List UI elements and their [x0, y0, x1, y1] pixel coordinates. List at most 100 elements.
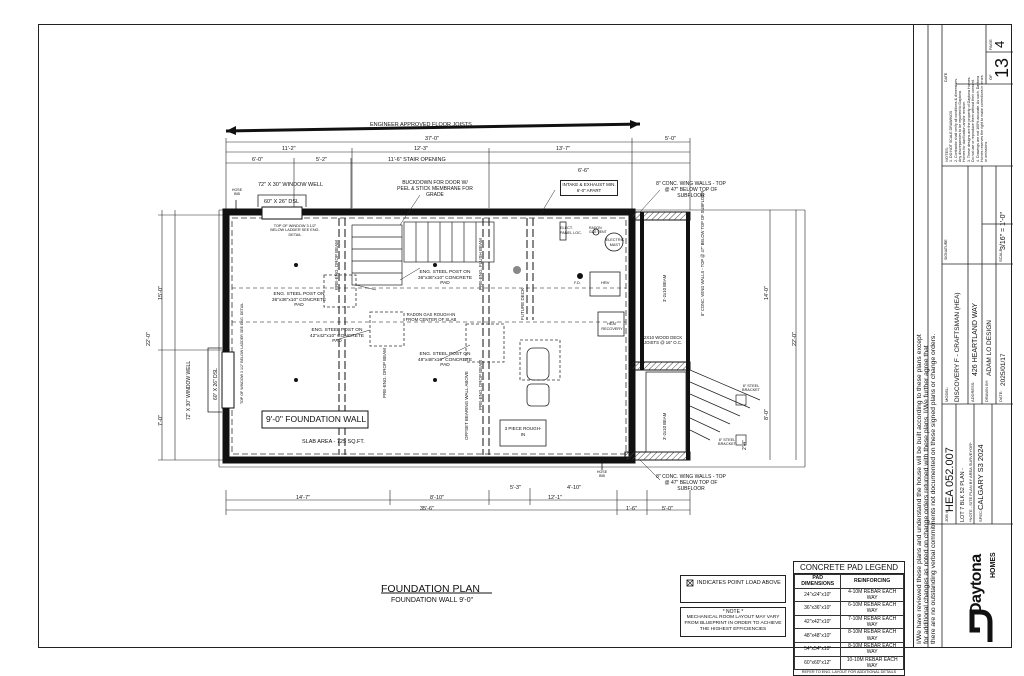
job-number: HEA 052.007	[944, 447, 956, 512]
drawing-sheet	[38, 24, 1012, 648]
legend-row: 54"x54"x10"8-10M REBAR EACH WAY	[793, 641, 904, 657]
leader-lines	[335, 189, 661, 481]
foundation-wall-label: 9'-0" FOUNDATION WALL	[266, 414, 367, 424]
dim-left-22: 22'-0"	[146, 331, 152, 346]
legend-header-row: PAD DIMENSIONS REINFORCING	[793, 574, 904, 589]
three-piece-label: 3 PIECE ROUGH-IN	[504, 426, 542, 437]
point-load-box: INDICATES POINT LOAD ABOVE	[680, 575, 786, 603]
radon-vent-label: RADON GAS VENT	[589, 226, 607, 234]
dim-8-10: 8'-10"	[430, 495, 445, 501]
legend-footer: REFER TO ENG. LAYOUT FOR ADDITIONAL DETA…	[801, 670, 897, 675]
spec-label: SPEC:	[978, 509, 983, 522]
title-block: I/We have reviewed these plans and under…	[913, 24, 1013, 648]
hose-bib-top: HOSE BIB	[231, 188, 243, 196]
mechanical-note-box: * NOTE * MECHANICAL ROOM LAYOUT MAY VARY…	[680, 607, 786, 637]
electric-mast-label: ELECTRIC MAST	[605, 238, 625, 247]
date-sig-label: DATE	[944, 72, 948, 82]
legend-header: PAD DIMENSIONS	[793, 574, 842, 589]
dim-right-14: 14'-0"	[764, 285, 770, 300]
date-value: 2025/01/17	[1000, 353, 1007, 386]
dim-left-15: 15'-0"	[158, 285, 164, 300]
drawn-by-value: ADAM LO DESIGN	[986, 320, 993, 376]
note-line: or omissions.	[984, 140, 988, 162]
lot-line: LOT 7 BLK 52 PLAN -	[960, 467, 966, 522]
dim-13-7: 13'-7"	[556, 146, 571, 152]
post-48-label: ENG. STEEL POST ON 48"x48"x10" CONCRETE …	[417, 352, 473, 368]
dim-5-3: 5'-3"	[510, 485, 521, 491]
note-title: * NOTE *	[722, 609, 744, 615]
dim-12-3: 12'-3"	[414, 146, 429, 152]
window-wells	[207, 194, 307, 413]
model-value: DISCOVERY F - CRAFTSMAN (HEA)	[954, 292, 961, 402]
pad-dimension: 54"x54"x10"	[793, 641, 842, 657]
drawn-label: DRAWN BY:	[984, 379, 989, 402]
point-loads	[294, 228, 624, 382]
pad-dimension: 60"x60"x12"	[793, 655, 842, 671]
dim-left-7: 7'-0"	[158, 415, 164, 426]
hose-bibs	[235, 200, 603, 470]
agreement-line-2: for additional changes as noted on chang…	[923, 345, 930, 644]
dim-37: 37'-0"	[425, 136, 440, 142]
legend-title: CONCRETE PAD LEGEND	[794, 562, 904, 574]
note-line: Do not use or reproduce them without the…	[971, 79, 975, 162]
title-block-grid	[927, 24, 1013, 648]
legend-row: 48"x48"x10"8-10M REBAR EACH WAY	[793, 628, 904, 643]
dim-4-10: 4'-10"	[567, 485, 582, 491]
heat-recovery-label: HEAT RECOVERY	[601, 322, 623, 331]
pad-dimension: 42"x42"x10"	[793, 614, 842, 630]
note-body: MECHANICAL ROOM LAYOUT MAY VARY FROM BLU…	[684, 615, 782, 632]
address-label: ADDRESS:	[970, 381, 975, 402]
wing-wall-bottom-note: 8" CONC. WING WALLS - TOP @ 47" BELOW TO…	[656, 474, 726, 492]
signature-label: SIGNATURE	[944, 239, 948, 260]
agreement-line-1: I/We have reviewed these plans and under…	[916, 334, 923, 644]
legend-row: 36"x36"x10"6-10M REBAR EACH WAY	[793, 601, 904, 616]
point-load-legend-symbol	[686, 579, 694, 587]
dim-right-8: 8'-0"	[764, 409, 770, 420]
spec-value: CALGARY S3 2024	[976, 444, 985, 510]
scale-value: 3/16" = 1'-0"	[1000, 211, 1007, 250]
dim-35-6: 35'-6"	[420, 506, 435, 512]
agreement-line-3: there are no outstanding verbal commitme…	[930, 333, 937, 644]
dim-11-2: 11'-2"	[282, 146, 296, 152]
pre-eng-beam-2: PRE-ENG. FLUSH BEAM	[478, 238, 483, 290]
stairs	[351, 221, 495, 286]
pre-eng-beam-4: PRE-ENG. DROP BEAM	[478, 360, 483, 410]
post-36-label: ENG. STEEL POST ON 36"x36"x10" CONCRETE …	[417, 270, 473, 286]
hose-bib-bottom: HOSE BIB	[596, 470, 608, 478]
legend-row: 24"x24"x10"4-10M REBAR EACH WAY	[793, 587, 904, 603]
legend-table: PAD DIMENSIONS REINFORCING 24"x24"x10"4-…	[793, 574, 904, 671]
steel-bracket-1: 8" STEEL BRACKET	[742, 384, 760, 393]
foundation-plan-drawing	[158, 120, 806, 594]
dim-right-2-4: 2'-4"	[742, 440, 748, 450]
page-number: 4	[992, 40, 1007, 48]
model-label: MODEL:	[944, 386, 949, 402]
legend-row: 60"x60"x12"10-10M REBAR EACH WAY	[793, 655, 904, 671]
right-dimension-lines	[769, 210, 806, 467]
wing-wall-mid-note: 8" CONC. WING WALLS - TOP @ 47" BELOW TO…	[700, 190, 705, 316]
plan-subtitle: FOUNDATION WALL 9'-0"	[391, 597, 474, 604]
dim-6-0: 6'-0"	[252, 157, 263, 163]
window-well-left-label: 72" X 30" WINDOW WELL	[186, 360, 192, 420]
dim-12-1: 12'-1"	[548, 495, 563, 501]
dim-right-22: 22'-0"	[792, 331, 798, 346]
top-window-note: TOP OF WINDOW 3 1/2" BELOW LADDER SEE EN…	[270, 224, 320, 237]
note-line: Homes for clarification and/or revision.	[962, 100, 966, 162]
beam-3-2x10-bottom: 3'-2x10 BEAM	[662, 412, 667, 440]
legend-row: 42"x42"x10"7-10M REBAR EACH WAY	[793, 614, 904, 630]
future-deck-label: FUTURE DECK	[520, 287, 525, 320]
reinforcing: 4-10M REBAR EACH WAY	[840, 587, 904, 603]
radon-label: RADON GAS ROUGH-IN FROM CENTER OF SLAB	[405, 312, 457, 322]
foundation-wall-label-box	[261, 410, 369, 429]
job-label: JOB #	[944, 510, 949, 522]
pre-eng-beam-1: PRE-ENG. DROP BEAM	[334, 240, 339, 290]
fd-label: F.D.	[574, 281, 581, 285]
reinforcing: 8-10M REBAR EACH WAY	[840, 628, 904, 643]
reinforcing: 8-10M REBAR EACH WAY	[840, 641, 904, 657]
indicates-point-label: INDICATES POINT LOAD ABOVE	[697, 580, 781, 586]
top-dimension-lines	[219, 138, 805, 211]
steel-bracket-2: 8" STEEL BRACKET	[718, 438, 736, 447]
legend-header: REINFORCING	[840, 574, 904, 589]
slab-area-label: SLAB AREA - 725 SQ.FT.	[302, 439, 365, 445]
foundation-walls	[221, 206, 691, 464]
reinforcing: 10-10M REBAR EACH WAY	[840, 655, 904, 671]
